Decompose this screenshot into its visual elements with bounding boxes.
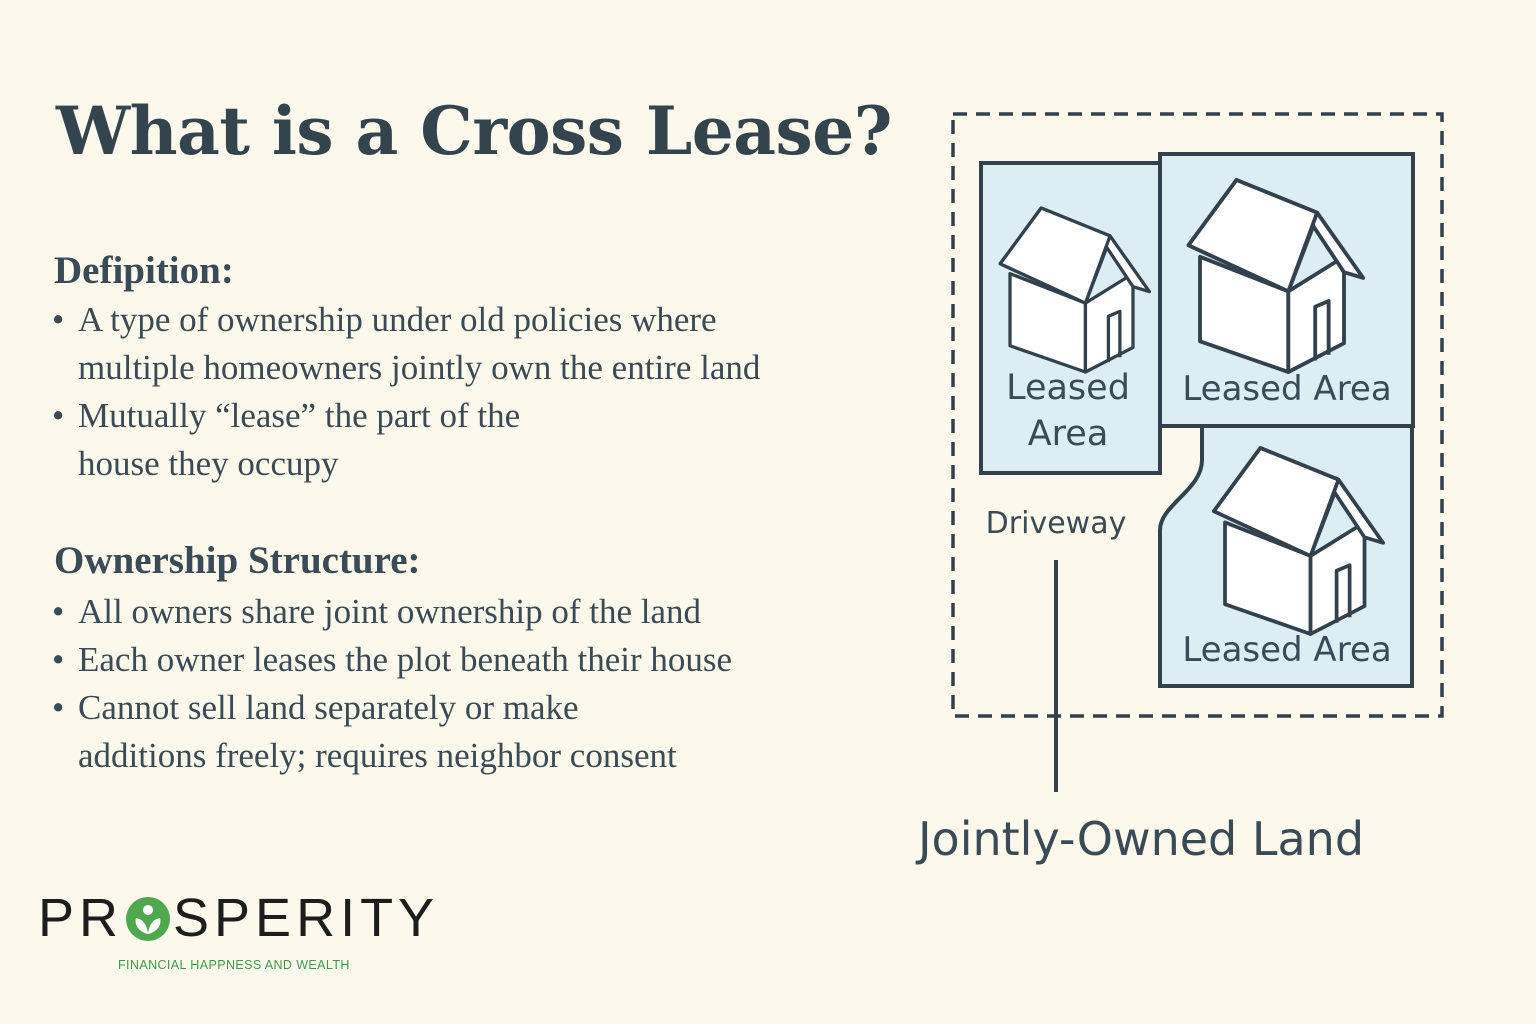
logo-text-start: PR <box>38 888 124 948</box>
logo-text-end: SPERITY <box>173 888 440 948</box>
ownership-bullets: • All owners share joint ownership of th… <box>52 588 732 780</box>
leased-area-label: Leased Area <box>1182 630 1391 670</box>
driveway-label: Driveway <box>986 506 1127 541</box>
bullet-dot-icon: • <box>52 688 65 727</box>
bullet-line: Each owner leases the plot beneath their… <box>78 640 733 679</box>
bullet-line: additions freely; requires neighbor cons… <box>78 736 677 775</box>
bullet-dot-icon: • <box>52 300 65 339</box>
leased-area-label: Area <box>1028 414 1109 454</box>
jointly-owned-land-label: Jointly-Owned Land <box>915 812 1364 866</box>
bullet-item: • All owners share joint ownership of th… <box>52 588 732 636</box>
bullet-line: All owners share joint ownership of the … <box>78 592 702 631</box>
bullet-item: • Cannot sell land separately or make ad… <box>52 684 732 780</box>
leased-area-label: Leased <box>1006 368 1130 408</box>
page-title: What is a Cross Lease? <box>56 92 892 170</box>
logo-tagline: FINANCIAL HAPPNESS AND WEALTH <box>118 958 350 972</box>
prosperity-logo: PR SPERITY <box>38 888 439 954</box>
bullet-item: • A type of ownership under old policies… <box>52 296 760 392</box>
leased-area-label: Leased Area <box>1182 369 1391 409</box>
bullet-dot-icon: • <box>52 396 65 435</box>
ownership-heading: Ownership Structure: <box>54 539 421 582</box>
bullet-line: multiple homeowners jointly own the enti… <box>78 348 761 387</box>
bullet-item: • Each owner leases the plot beneath the… <box>52 636 732 684</box>
bullet-item: • Mutually “lease” the part of the house… <box>52 392 760 488</box>
bullet-dot-icon: • <box>52 592 65 631</box>
bullet-line: Cannot sell land separately or make <box>78 688 579 727</box>
land-boundary <box>951 112 1444 718</box>
bullet-line: A type of ownership under old policies w… <box>78 300 717 339</box>
bullet-dot-icon: • <box>52 640 65 679</box>
bullet-line: Mutually “lease” the part of the <box>78 396 521 435</box>
definition-heading: Defipition: <box>54 249 234 292</box>
bullet-line: house they occupy <box>78 444 339 483</box>
leaf-person-icon <box>125 894 171 954</box>
definition-bullets: • A type of ownership under old policies… <box>52 296 760 488</box>
